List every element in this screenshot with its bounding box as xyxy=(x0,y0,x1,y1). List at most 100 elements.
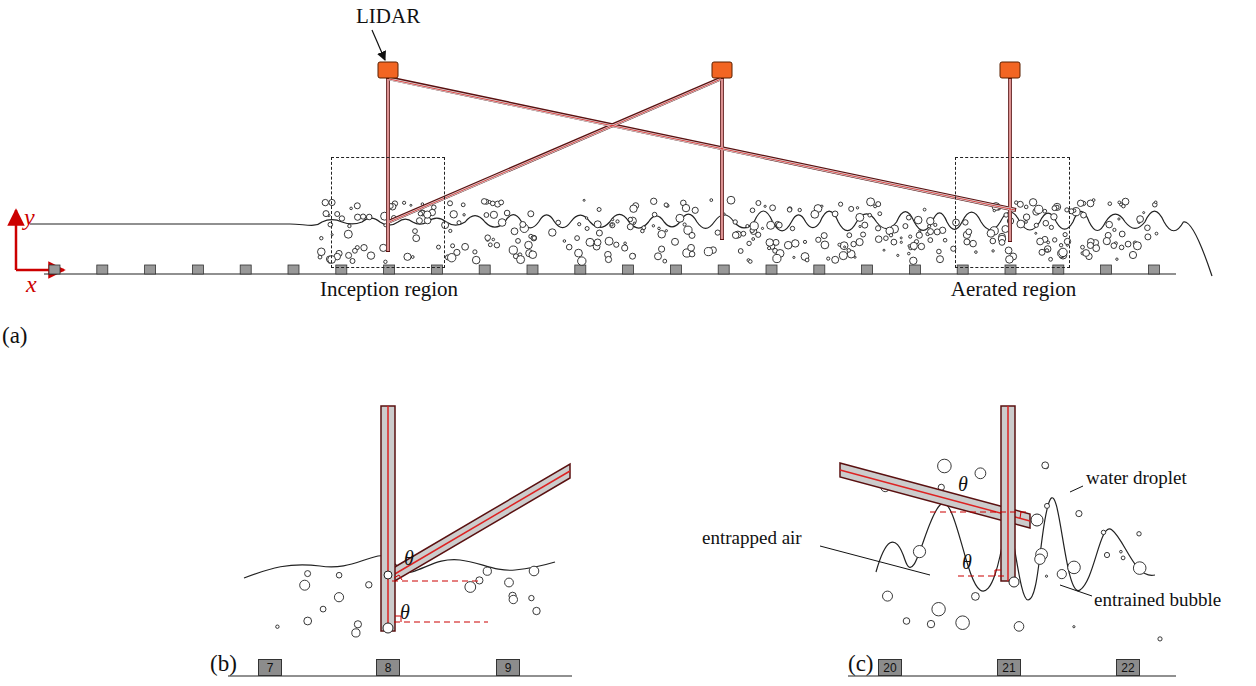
callout-text: entrapped air xyxy=(702,528,802,547)
bubble xyxy=(1145,234,1151,240)
step xyxy=(384,265,395,274)
bubble xyxy=(630,253,636,259)
bubble xyxy=(594,239,601,246)
bubble xyxy=(897,254,899,256)
bubble xyxy=(906,215,911,220)
bubble xyxy=(856,239,863,246)
bubble xyxy=(335,212,340,217)
bubble xyxy=(827,257,830,260)
bubble xyxy=(451,244,455,248)
bubble xyxy=(1081,245,1085,249)
bubble xyxy=(367,252,374,259)
bubble xyxy=(878,212,882,216)
bubble xyxy=(1066,244,1068,246)
bubble xyxy=(350,207,353,210)
bubble xyxy=(498,219,506,227)
bubble xyxy=(1063,233,1067,237)
step-block: 8 xyxy=(376,659,400,676)
bubble xyxy=(1155,232,1158,235)
bubble xyxy=(320,237,323,240)
bubble xyxy=(990,238,996,244)
angle-symbol: θ xyxy=(962,552,972,572)
bubble xyxy=(1118,218,1120,220)
bubble xyxy=(839,252,847,260)
bubble xyxy=(1154,201,1157,204)
bubble xyxy=(304,617,312,625)
bubble xyxy=(1024,205,1028,209)
bubble xyxy=(766,239,773,246)
bubble xyxy=(511,228,518,235)
bubble xyxy=(596,230,602,236)
bubble xyxy=(504,210,510,216)
bubble xyxy=(509,595,517,603)
bubble xyxy=(594,221,601,228)
bubble xyxy=(1108,202,1112,206)
bubble xyxy=(352,629,360,637)
bubble xyxy=(993,209,995,211)
bubble xyxy=(956,616,970,630)
bubble xyxy=(533,607,540,614)
bubble xyxy=(614,242,619,247)
bubble xyxy=(457,221,461,225)
bubble xyxy=(633,222,635,224)
step-number: 8 xyxy=(385,662,392,674)
step xyxy=(527,265,538,274)
bubble xyxy=(856,207,858,209)
region-label: Inception region xyxy=(320,277,458,302)
bubble xyxy=(1125,241,1131,247)
bubble xyxy=(505,578,514,587)
bubble xyxy=(937,256,944,263)
bubble xyxy=(803,240,806,243)
bubble xyxy=(914,216,922,224)
device-label: LIDAR xyxy=(356,6,420,27)
bubble xyxy=(575,236,580,241)
bubble xyxy=(610,223,613,226)
bubble xyxy=(861,232,866,237)
bubble xyxy=(437,245,441,249)
bubble xyxy=(1035,205,1043,213)
bubble xyxy=(1087,242,1093,248)
bubble xyxy=(876,226,881,231)
bubble xyxy=(767,221,775,229)
bubble xyxy=(1043,220,1049,226)
bubble xyxy=(768,247,771,250)
bubble xyxy=(903,618,910,625)
bubble xyxy=(821,205,823,207)
panel-label: (b) xyxy=(210,652,237,675)
bubble xyxy=(784,241,792,249)
bubble xyxy=(856,213,864,221)
bubble xyxy=(659,246,665,252)
bubble xyxy=(811,210,819,218)
bubble xyxy=(838,243,841,246)
bubble xyxy=(616,220,619,223)
bubble xyxy=(334,593,343,602)
angle-symbol: θ xyxy=(958,474,968,494)
bubble xyxy=(528,211,534,217)
bubble xyxy=(689,232,695,238)
step xyxy=(49,265,60,274)
bubble xyxy=(1087,200,1094,207)
bubble xyxy=(970,240,977,247)
bubble xyxy=(348,224,351,227)
bubble xyxy=(859,225,861,227)
bubble xyxy=(624,242,627,245)
bubble xyxy=(1076,510,1082,516)
bubble xyxy=(1059,248,1067,256)
bubble xyxy=(472,256,480,264)
step xyxy=(192,265,203,274)
bubble xyxy=(910,257,917,264)
bubble xyxy=(1029,199,1036,206)
bubble xyxy=(1045,249,1048,252)
step xyxy=(718,265,729,274)
bubble xyxy=(747,241,751,245)
bubble xyxy=(862,222,868,228)
bubble xyxy=(380,244,387,251)
step xyxy=(97,265,108,274)
bubble xyxy=(525,241,533,249)
bubble xyxy=(1023,214,1029,220)
bubble xyxy=(847,233,852,238)
bubble xyxy=(756,232,761,237)
bubble xyxy=(840,242,848,250)
bubble xyxy=(450,211,457,218)
